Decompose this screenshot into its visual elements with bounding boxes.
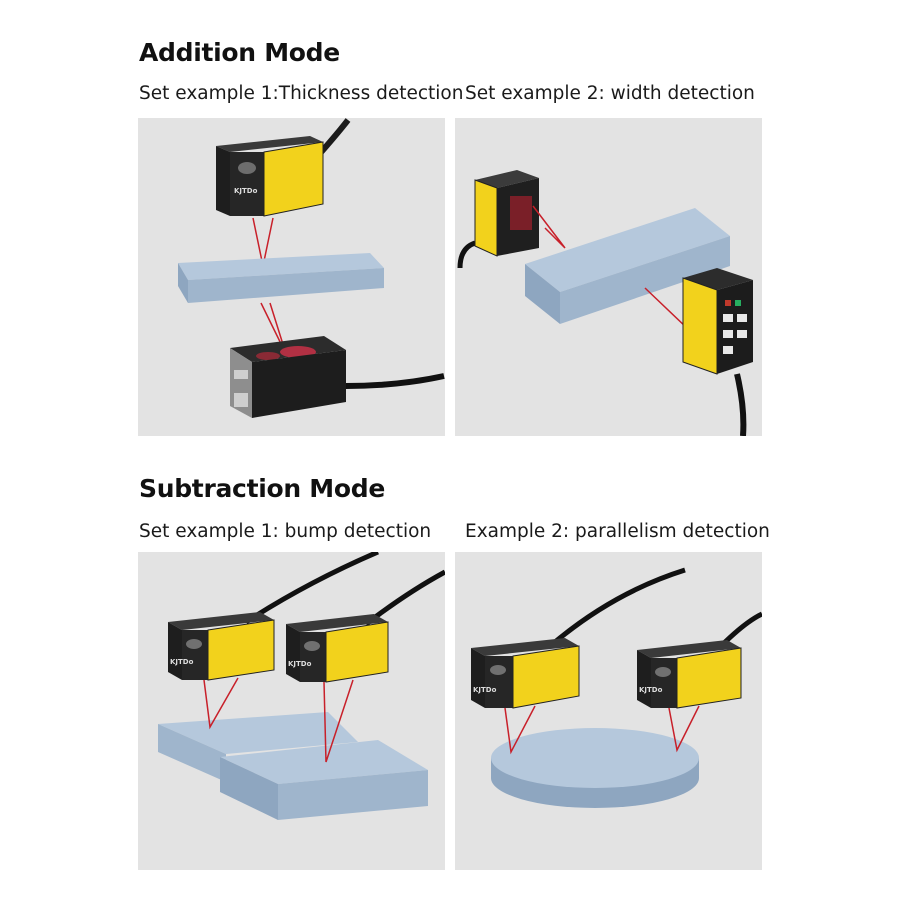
subtraction-mode-heading: Subtraction Mode [139,474,385,503]
thickness-workpiece [178,253,384,303]
bottom-sensor [230,336,445,418]
parallelism-detection-image: KJTDo KJTDo [455,552,762,870]
bump-sensor-right: KJTDo [286,614,389,683]
parallelism-example-caption: Example 2: parallelism detection [465,521,770,542]
svg-text:KJTDo: KJTDo [288,660,312,668]
parallelism-sensor-right: KJTDo [637,640,742,709]
svg-text:KJTDo: KJTDo [473,686,497,694]
parallelism-sensor-left: KJTDo [471,638,580,709]
svg-text:KJTDo: KJTDo [170,658,194,666]
width-example-caption: Set example 2: width detection [465,83,755,104]
bump-workpiece [158,712,428,820]
left-sensor [474,170,539,257]
svg-text:KJTDo: KJTDo [639,686,663,694]
bump-example-caption: Set example 1: bump detection [139,521,432,542]
thickness-detection-image: KJTDo [138,118,445,436]
thickness-example-caption: Set example 1:Thickness detection [139,83,464,104]
laser-beam [644,287,688,330]
laser-beam [532,205,566,249]
brand-mark: KJTDo [234,187,258,195]
laser-beam [323,679,354,763]
right-sensor [682,268,753,436]
top-sensor: KJTDo [216,136,324,217]
width-workpiece [525,208,730,324]
addition-mode-heading: Addition Mode [139,38,340,67]
laser-beam [203,677,239,730]
laser-beam [668,705,700,753]
bump-sensor-left: KJTDo [168,612,275,681]
laser-beam [504,705,536,755]
disc-workpiece [491,728,699,808]
bump-detection-image: KJTDo KJTDo [138,552,445,870]
width-detection-image [455,118,762,436]
